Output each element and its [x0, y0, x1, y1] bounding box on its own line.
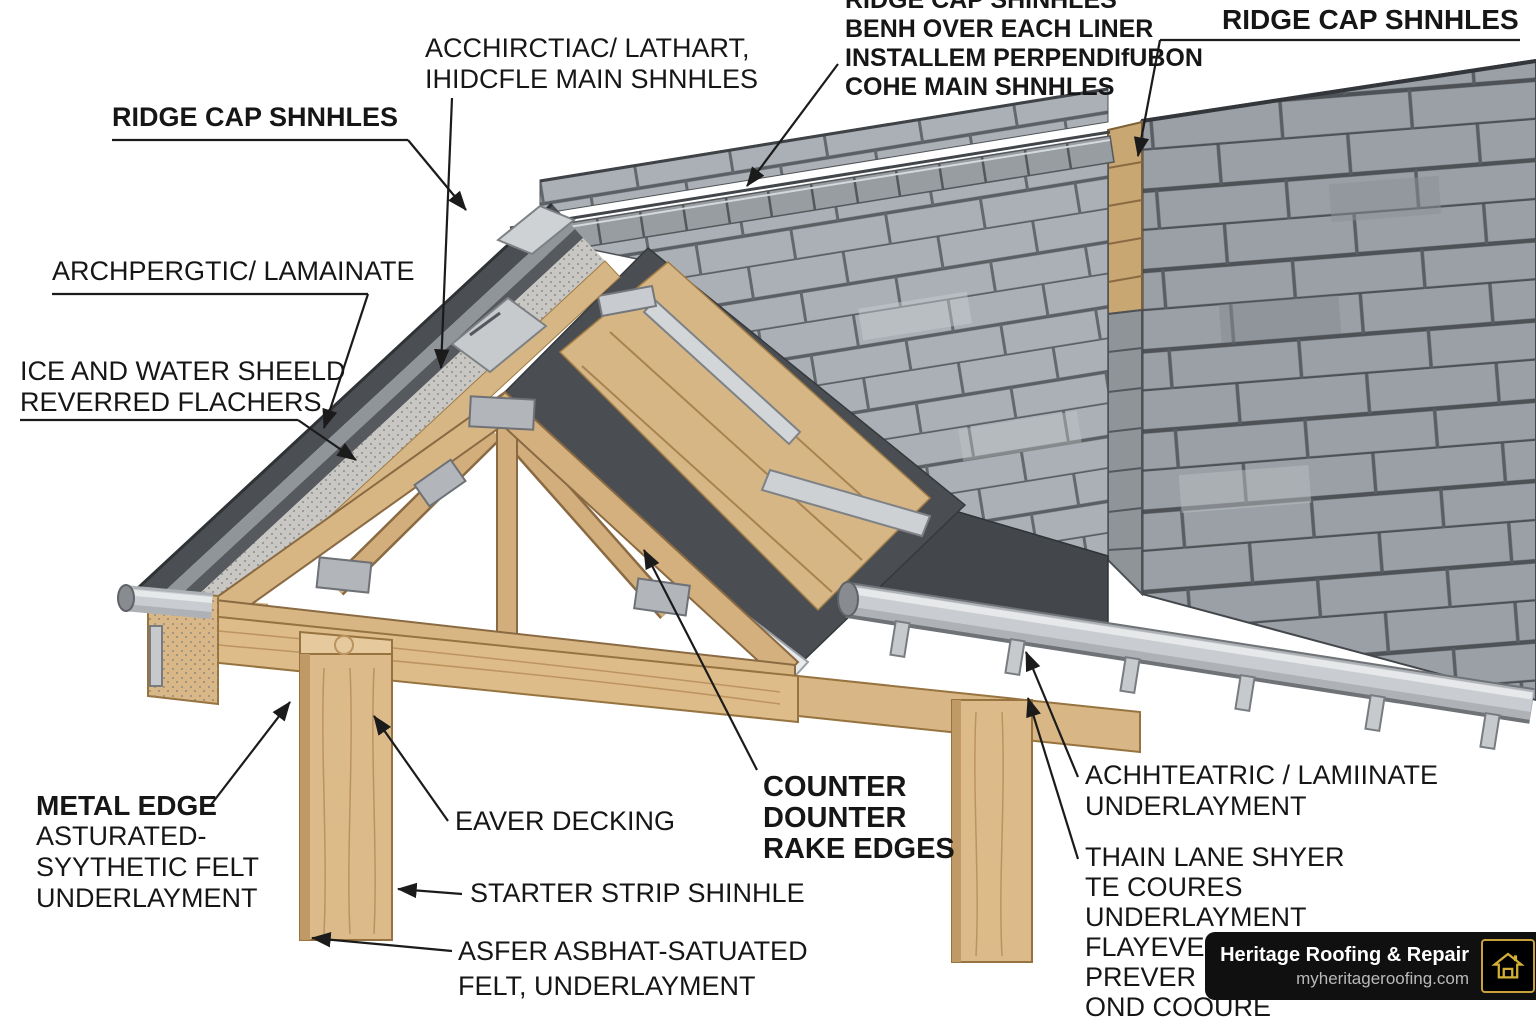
gable-truss	[208, 390, 800, 693]
label-line: THAIN LANE SHYER	[1085, 842, 1345, 872]
label-saturated-felt-underlayment: ASFER ASBHAT-SATUATED FELT, UNDERLAYMENT	[458, 934, 808, 1004]
leader-metal-edge	[209, 701, 291, 807]
label-line: AT FOURETCLANE EAVE	[1085, 1022, 1403, 1024]
label-line: TE COURES	[1085, 872, 1243, 902]
label-line: ASTURATED-	[36, 821, 207, 851]
apex-metal-flashing	[450, 204, 576, 374]
label-line: DOUNTER	[763, 802, 907, 834]
leader-ice-water	[297, 419, 357, 461]
brand-name: Heritage Roofing & Repair	[1220, 943, 1469, 966]
brand-website: myheritageroofing.com	[1296, 968, 1469, 988]
ridge-cap-strip	[1107, 120, 1143, 597]
left-gutter	[117, 584, 214, 687]
label-line: COHE MAIN SHNHLES	[845, 73, 1115, 101]
label-ridge-cap-left: RIDGE CAP SHNHLES	[112, 102, 398, 133]
leader-arch-left	[322, 293, 370, 430]
leader-eave-decking	[373, 715, 449, 822]
right-roof-shingles	[1140, 58, 1536, 702]
left-support-post	[299, 630, 393, 941]
main-gutter	[837, 581, 1535, 751]
label-line: ACCHIRCTIAC/ LATHART,	[425, 33, 750, 63]
label-architectural-laminate: ARCHPERGTIC/ LAMAINATE	[52, 256, 415, 287]
label-ridge-cap-instructions: RIDGE CAP SHINHLES BENH OVER EACH LINER …	[845, 0, 1203, 102]
label-eave-decking: EAVER DECKING	[455, 806, 675, 837]
leader-eave-courses	[1026, 696, 1080, 860]
label-line: UNDERLAYMENT	[1085, 902, 1307, 932]
label-line: RAKE EDGES	[763, 833, 955, 865]
leader-ridge-left	[407, 139, 467, 211]
leader-counter-rake	[643, 549, 758, 771]
label-line: RIDGE CAP SHINHLES	[845, 0, 1117, 14]
leader-top-left	[434, 97, 454, 370]
label-line: SYYTHETIC FELT	[36, 852, 260, 882]
label-line: UNDERLAYMENT	[1085, 791, 1307, 821]
label-line: METAL EDGE	[36, 790, 217, 821]
label-line: REVERRED FLACHERS	[20, 387, 322, 417]
label-architectural-laminate-underlayment: ACHHTEATRIC / LAMIINATE UNDERLAYMENT	[1085, 760, 1438, 822]
label-counter-rake-edges: COUNTER DOUNTER RAKE EDGES	[763, 772, 955, 865]
label-line: RIDGE CAP SHNHLES	[112, 102, 399, 132]
label-line: COUNTER	[763, 771, 907, 803]
label-ice-and-water-shield: ICE AND WATER SHEELD REVERRED FLACHERS	[20, 356, 346, 418]
label-starter-strip-shingle: STARTER STRIP SHINHLE	[470, 878, 805, 909]
brand-logo	[1481, 939, 1535, 993]
right-support-post	[951, 699, 1033, 963]
gutter-brackets	[889, 619, 1501, 751]
label-line: ASFER ASBHAT-SATUATED	[458, 936, 808, 966]
leader-arch-right	[1024, 650, 1080, 778]
leader-top-center	[746, 63, 839, 187]
label-ridge-cap-right: RIDGE CAP SHNHLES	[1222, 4, 1519, 36]
label-line: FELT, UNDERLAYMENT	[458, 971, 756, 1001]
label-eave-courses-underlayment: THAIN LANE SHYER TE COURES UNDERLAYMENT …	[1085, 842, 1403, 1024]
label-line: ICE AND WATER SHEELD	[20, 356, 346, 386]
label-line: STARTER STRIP SHINHLE	[470, 878, 805, 908]
leader-felt	[310, 932, 453, 953]
leader-starter-strip	[396, 882, 463, 899]
label-line: UNDERLAYMENT	[36, 883, 258, 913]
label-line: INSTALLEM PERPENDIfUBON	[845, 44, 1203, 72]
leader-lines	[20, 38, 1520, 953]
label-architectural-main-shingles: ACCHIRCTIAC/ LATHART, IHIDCFLE MAIN SHNH…	[425, 33, 758, 96]
label-line: RIDGE CAP SHNHLES	[1222, 4, 1519, 35]
label-metal-edge-underlayment: METAL EDGE ASTURATED- SYYTHETIC FELT UND…	[36, 790, 259, 914]
brand-watermark-badge: Heritage Roofing & Repair myheritageroof…	[1205, 932, 1536, 1000]
label-line: BENH OVER EACH LINER	[845, 15, 1154, 43]
label-line: IHIDCFLE MAIN SHNHLES	[425, 64, 759, 95]
leader-ridge-right	[1133, 39, 1162, 158]
far-roof-slope	[539, 87, 1109, 215]
label-line: EAVER DECKING	[455, 806, 676, 836]
house-icon	[1491, 952, 1525, 979]
label-line: ACHHTEATRIC / LAMIINATE	[1085, 760, 1439, 790]
brand-text: Heritage Roofing & Repair myheritageroof…	[1220, 943, 1469, 989]
label-line: ARCHPERGTIC/ LAMAINATE	[52, 256, 415, 286]
